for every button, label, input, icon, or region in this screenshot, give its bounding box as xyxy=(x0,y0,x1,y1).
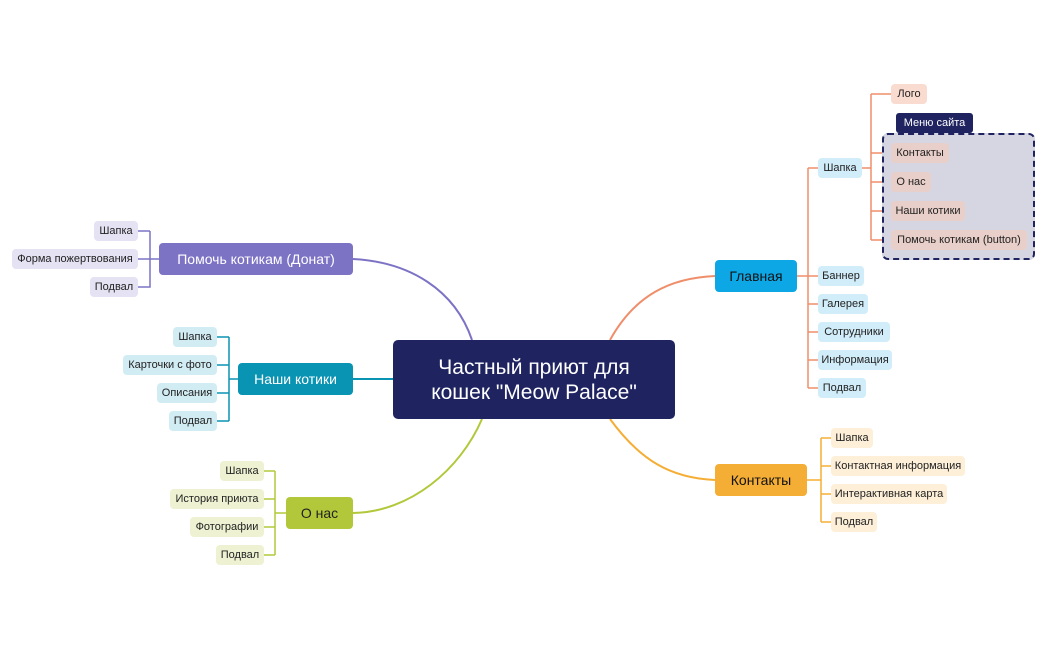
link-root-donate xyxy=(352,258,473,341)
cats-child-header[interactable]: Шапка xyxy=(173,327,217,347)
cats-child-descriptions[interactable]: Описания xyxy=(157,383,217,403)
link-home-children xyxy=(797,167,818,389)
branch-contacts[interactable]: Контакты xyxy=(715,464,807,496)
home-child-banner[interactable]: Баннер xyxy=(818,266,864,286)
about-child-footer[interactable]: Подвал xyxy=(216,545,264,565)
link-root-contacts xyxy=(609,418,716,481)
cats-child-cards[interactable]: Карточки с фото xyxy=(123,355,217,375)
branch-about[interactable]: О нас xyxy=(286,497,353,529)
cats-child-footer[interactable]: Подвал xyxy=(169,411,217,431)
home-child-footer[interactable]: Подвал xyxy=(818,378,866,398)
home-child-header[interactable]: Шапка xyxy=(818,158,862,178)
link-about-children xyxy=(264,470,286,556)
link-contacts-children xyxy=(807,437,831,523)
about-child-header[interactable]: Шапка xyxy=(220,461,264,481)
contacts-child-info[interactable]: Контактная информация xyxy=(831,456,965,476)
header-child-logo[interactable]: Лого xyxy=(891,84,927,104)
link-root-about xyxy=(352,418,483,514)
branch-donate[interactable]: Помочь котикам (Донат) xyxy=(159,243,353,275)
root-node[interactable]: Частный приют для кошек "Meow Palace" xyxy=(393,340,675,419)
header-child-cats[interactable]: Наши котики xyxy=(891,201,965,221)
site-menu-label: Меню сайта xyxy=(896,113,973,133)
root-title-line2: кошек "Meow Palace" xyxy=(431,380,637,404)
header-child-contacts[interactable]: Контакты xyxy=(891,143,949,163)
link-cats-children xyxy=(214,336,238,422)
link-donate-children xyxy=(138,230,159,288)
home-child-gallery[interactable]: Галерея xyxy=(818,294,868,314)
home-child-info[interactable]: Информация xyxy=(818,350,892,370)
header-child-donate-button[interactable]: Помочь котикам (button) xyxy=(891,230,1027,250)
link-root-home xyxy=(609,275,716,341)
contacts-child-header[interactable]: Шапка xyxy=(831,428,873,448)
branch-home[interactable]: Главная xyxy=(715,260,797,292)
contacts-child-footer[interactable]: Подвал xyxy=(831,512,877,532)
donate-child-header[interactable]: Шапка xyxy=(94,221,138,241)
donate-child-form[interactable]: Форма пожертвования xyxy=(12,249,138,269)
root-title-line1: Частный приют для xyxy=(438,355,630,379)
about-child-history[interactable]: История приюта xyxy=(170,489,264,509)
about-child-photos[interactable]: Фотографии xyxy=(190,517,264,537)
home-child-staff[interactable]: Сотрудники xyxy=(818,322,890,342)
header-child-about[interactable]: О нас xyxy=(891,172,931,192)
contacts-child-map[interactable]: Интерактивная карта xyxy=(831,484,947,504)
link-header-children xyxy=(862,93,891,241)
branch-cats[interactable]: Наши котики xyxy=(238,363,353,395)
donate-child-footer[interactable]: Подвал xyxy=(90,277,138,297)
